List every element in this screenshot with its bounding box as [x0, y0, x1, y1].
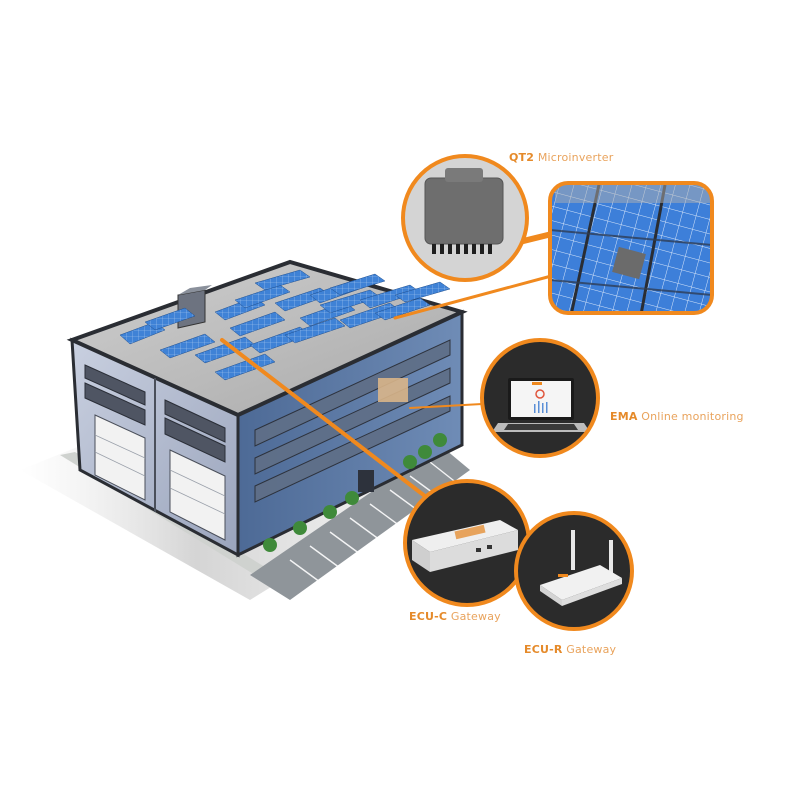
ema-monitoring-callout [480, 338, 600, 458]
ecu-r-gateway-callout [514, 511, 634, 631]
ecu-c-label-light: Gateway [450, 610, 501, 623]
qt2-label-light: Microinverter [537, 151, 614, 164]
qt2-label: QT2 Microinverter [509, 151, 613, 164]
office-window [378, 378, 408, 402]
building [66, 259, 468, 558]
ema-label-light: Online monitoring [641, 410, 744, 423]
ema-label: EMA Online monitoring [610, 410, 744, 423]
qt2-microinverter-callout [401, 154, 529, 282]
panel-closeup-callout [548, 181, 714, 315]
shrubs [263, 433, 447, 552]
ecu-c-gateway-callout [403, 479, 531, 607]
din-rail-gateway-icon [412, 520, 518, 572]
garage-door [94, 414, 226, 541]
ecu-r-label-light: Gateway [566, 643, 617, 656]
ecu-c-label: ECU-C Gateway [409, 610, 501, 623]
ecu-r-label-strong: ECU-R [524, 643, 563, 656]
wifi-router-icon [540, 530, 622, 606]
qt2-label-strong: QT2 [509, 151, 535, 164]
ecu-r-label: ECU-R Gateway [524, 643, 616, 656]
ecu-c-label-strong: ECU-C [409, 610, 448, 623]
ema-label-strong: EMA [610, 410, 638, 423]
rooftop-solar-arrays [119, 269, 451, 381]
microinverter-icon [403, 156, 527, 280]
laptop-icon [492, 378, 590, 432]
